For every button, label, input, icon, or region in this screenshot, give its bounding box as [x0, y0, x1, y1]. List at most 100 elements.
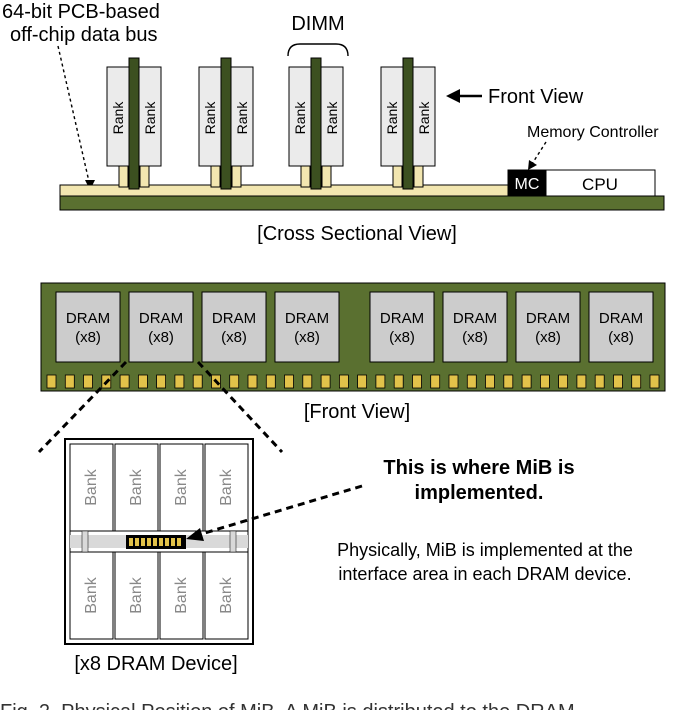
mib-cells	[129, 538, 181, 546]
dram-chip-label: DRAM	[380, 310, 424, 327]
dram-chip: DRAM (x8)	[515, 291, 581, 363]
bus-pointer-line	[57, 45, 91, 187]
dimm-pin	[448, 374, 459, 389]
dimm-pin	[46, 374, 57, 389]
dimm-pin	[393, 374, 404, 389]
dimm-pin	[192, 374, 203, 389]
rank-label: Rank	[292, 101, 308, 135]
mib-heading-line2: implemented.	[415, 482, 544, 504]
device-caption: [x8 DRAM Device]	[74, 653, 237, 675]
dimm-pin	[521, 374, 532, 389]
dram-chip-width: (x8)	[608, 329, 634, 346]
rank-label: Rank	[110, 101, 126, 135]
bank-cell: Bank	[159, 551, 204, 640]
dram-chip-width: (x8)	[294, 329, 320, 346]
dimm-pin	[631, 374, 642, 389]
bank-label: Bank	[218, 468, 235, 505]
dimm-pin	[338, 374, 349, 389]
bank-cell: Bank	[204, 443, 249, 532]
dram-chip-width: (x8)	[535, 329, 561, 346]
mib-heading-line1: This is where MiB is	[383, 457, 574, 479]
mib-cell	[147, 538, 151, 546]
zoom-line-left	[37, 360, 128, 454]
cpu-block	[545, 169, 656, 197]
dimm-pin	[302, 374, 313, 389]
rank-label: Rank	[234, 101, 250, 135]
bus-label-line2: off-chip data bus	[10, 24, 158, 46]
dimm-pin	[558, 374, 568, 389]
dimm-pin	[229, 374, 240, 389]
dram-chip-label: DRAM	[453, 310, 497, 327]
rank-label: Rank	[142, 101, 158, 135]
figure-caption: Fig. 2. Physical Position of MiB. A MiB …	[0, 701, 575, 710]
front-view-caption: [Front View]	[304, 401, 410, 423]
bank-label: Bank	[128, 576, 145, 613]
note-line2: interface area in each DRAM device.	[338, 564, 631, 584]
dimm-pin	[412, 374, 422, 389]
bank-label: Bank	[83, 468, 100, 505]
bank-cell: Bank	[204, 551, 249, 640]
mc-pointer-line	[531, 141, 547, 165]
dram-chip: DRAM (x8)	[369, 291, 435, 363]
dram-chip-label: DRAM	[212, 310, 256, 327]
bus-label-line1: 64-bit PCB-based	[2, 1, 160, 23]
zoom-line-right	[196, 360, 284, 454]
mib-pointer-line	[197, 484, 363, 537]
dram-chip: DRAM (x8)	[201, 291, 267, 363]
interface-area	[69, 530, 249, 553]
dimm-pin	[119, 374, 130, 389]
front-view-arrow-label: Front View	[488, 86, 584, 108]
memory-controller-label: Memory Controller	[527, 124, 659, 141]
dram-chip: DRAM(x8)	[588, 291, 654, 363]
dram-chip-label: DRAM	[66, 310, 110, 327]
dram-chip: DRAM (x8)	[274, 291, 340, 363]
rank-label: Rank	[416, 101, 432, 135]
bank-cell: Bank	[69, 551, 114, 640]
mib-cell	[153, 538, 157, 546]
dimm-pin	[156, 374, 167, 389]
dram-chip-width: (x8)	[148, 329, 174, 346]
dram-chip-width: (x8)	[389, 329, 415, 346]
dimm-brace	[287, 43, 349, 57]
cross-section-caption: [Cross Sectional View]	[257, 223, 457, 245]
dram-chip-label: DRAM	[285, 310, 329, 327]
mib-cell	[165, 538, 169, 546]
dram-chip: DRAM (x8)	[442, 291, 508, 363]
rank-label: Rank	[324, 101, 340, 135]
cross-sectional-view: 64-bit PCB-based off-chip data bus DIMM …	[2, 1, 665, 245]
dram-chip: DRAM (x8)	[128, 291, 194, 363]
note-line1: Physically, MiB is implemented at the	[337, 540, 633, 560]
bank-label: Bank	[218, 576, 235, 613]
front-view: DRAM (x8) DRAM (x8) DRAM (x8) DRAM (x8) DRAM (x8)…	[37, 282, 666, 454]
dimm-pin	[576, 374, 587, 389]
dimm-pin	[430, 374, 441, 389]
dram-chips: DRAM (x8) DRAM (x8) DRAM (x8) DRAM (x8) DRAM (x8)…	[55, 291, 654, 363]
dram-chip-label: DRAM	[526, 310, 570, 327]
bank-label: Bank	[128, 468, 145, 505]
motherboard-pcb	[59, 195, 665, 211]
dimm-label: DIMM	[291, 13, 344, 35]
dimm-module: Rank Rank	[106, 57, 162, 190]
cpu-label: CPU	[582, 175, 618, 194]
dimm-pin	[485, 374, 495, 389]
mib-cell	[141, 538, 145, 546]
dram-chip-label: DRAM	[139, 310, 183, 327]
dimm-pin	[540, 374, 550, 389]
dimm-pin	[137, 374, 148, 389]
dimm-pin	[284, 374, 294, 389]
dimm-pin	[83, 374, 93, 389]
dimm-pin	[174, 374, 185, 389]
dram-chip-width: (x8)	[221, 329, 247, 346]
dimm-pin	[247, 374, 258, 389]
mib-cell	[129, 538, 133, 546]
dram-chip-width: (x8)	[462, 329, 488, 346]
mib-cell	[159, 538, 163, 546]
mc-block	[507, 169, 547, 197]
dimm-pin	[594, 374, 605, 389]
mib-cell	[171, 538, 175, 546]
dimm-pin	[649, 374, 660, 389]
